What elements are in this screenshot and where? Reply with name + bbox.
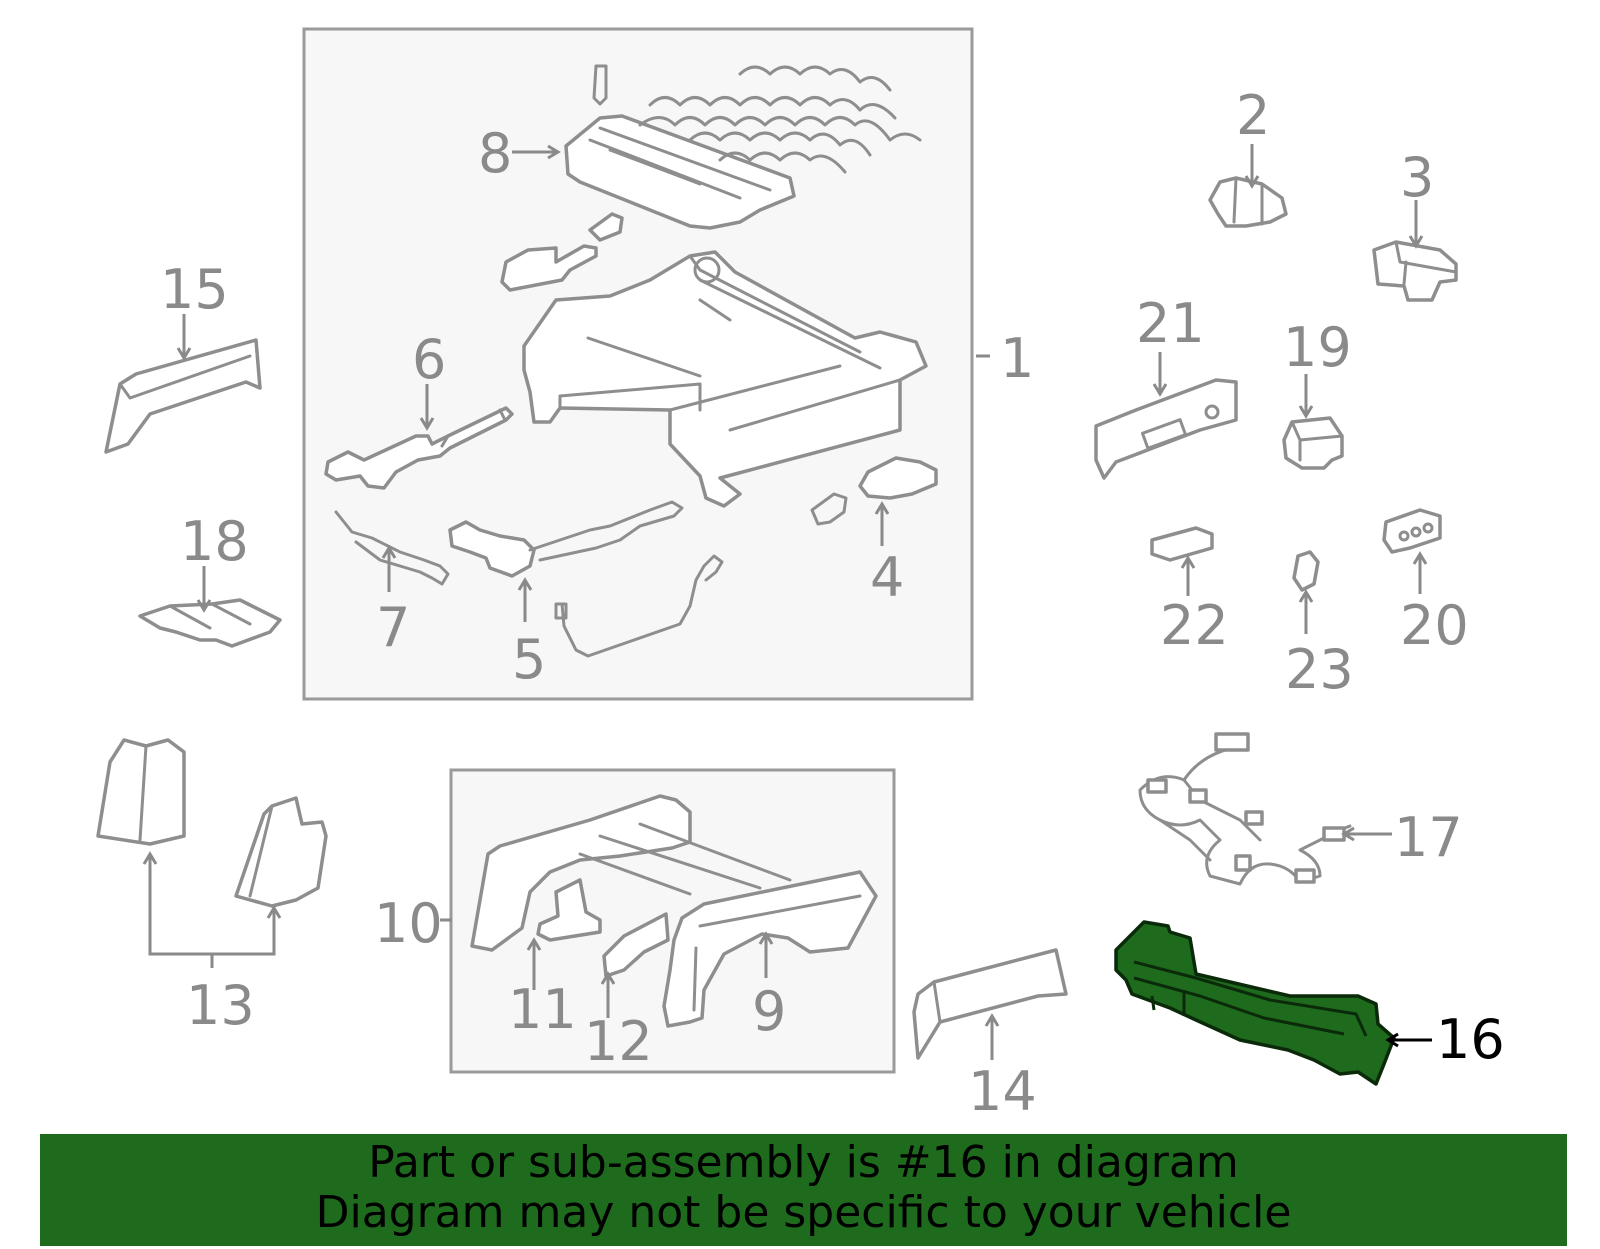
leader-8 — [512, 144, 561, 160]
leader-16 — [1385, 1032, 1432, 1048]
callout-6: 6 — [412, 328, 446, 391]
callout-18: 18 — [180, 510, 249, 573]
part-9-rail[interactable] — [662, 870, 878, 1028]
part-22-cover[interactable] — [1150, 526, 1214, 562]
leader-15 — [176, 314, 192, 361]
part-23-clip[interactable] — [1292, 550, 1320, 592]
callout-10: 10 — [374, 892, 443, 955]
callout-12: 12 — [584, 1010, 653, 1073]
callout-13: 13 — [186, 974, 255, 1037]
leader-13 — [142, 851, 282, 968]
part-6-cable[interactable] — [324, 406, 514, 490]
part-15-trim-cover[interactable] — [104, 338, 262, 454]
leader-23 — [1298, 589, 1314, 634]
part-16-highlighted[interactable] — [1114, 920, 1396, 1086]
callout-14: 14 — [968, 1060, 1037, 1123]
part-2-knob[interactable] — [1208, 176, 1288, 228]
part-20-switch[interactable] — [1382, 508, 1442, 554]
leader-5 — [517, 577, 533, 622]
part-14-trim-cover[interactable] — [912, 948, 1068, 1060]
leader-19 — [1298, 374, 1314, 419]
callout-8: 8 — [478, 122, 512, 185]
callout-20: 20 — [1400, 594, 1469, 657]
leader-11 — [526, 937, 542, 990]
leader-14 — [984, 1013, 1000, 1060]
callout-16: 16 — [1436, 1008, 1505, 1071]
part-3-knob[interactable] — [1372, 240, 1458, 302]
callout-11: 11 — [508, 978, 577, 1041]
callout-7: 7 — [376, 596, 410, 659]
callout-15: 15 — [160, 258, 229, 321]
leader-2 — [1244, 144, 1260, 189]
leader-7 — [381, 545, 397, 592]
part-18-clip[interactable] — [138, 598, 282, 648]
callout-22: 22 — [1160, 594, 1229, 657]
callout-17: 17 — [1394, 806, 1463, 869]
leader-9 — [758, 931, 774, 978]
part-19-knob[interactable] — [1282, 416, 1344, 470]
leader-6 — [419, 384, 435, 431]
callout-3: 3 — [1400, 146, 1434, 209]
leader-20 — [1412, 551, 1428, 594]
leader-3 — [1408, 200, 1424, 249]
part-13-covers[interactable] — [96, 738, 328, 908]
leader-12 — [600, 971, 616, 1018]
part-10-seat-track[interactable] — [470, 794, 792, 952]
part-bracket-small — [500, 212, 624, 292]
info-banner: Part or sub-assembly is #16 in diagram D… — [40, 1134, 1567, 1246]
part-11-bracket[interactable] — [536, 878, 602, 942]
leader-18 — [196, 566, 212, 613]
banner-line-1: Part or sub-assembly is #16 in diagram — [368, 1137, 1239, 1188]
callout-19: 19 — [1283, 316, 1352, 379]
part-8-cushion-pan[interactable] — [564, 64, 922, 230]
callout-1: 1 — [1000, 327, 1034, 390]
banner-line-2: Diagram may not be specific to your vehi… — [315, 1187, 1292, 1238]
part-5-motor[interactable] — [448, 500, 724, 658]
part-17-wire-harness[interactable] — [1138, 732, 1352, 886]
leader-4 — [874, 501, 890, 546]
callout-2: 2 — [1236, 84, 1270, 147]
callout-5: 5 — [512, 628, 546, 691]
callout-4: 4 — [870, 546, 904, 609]
leader-17 — [1341, 826, 1392, 842]
leader-22 — [1180, 555, 1196, 596]
part-7-cable[interactable] — [334, 510, 450, 586]
part-4-switch[interactable] — [810, 456, 938, 526]
callout-9: 9 — [752, 980, 786, 1043]
part-21-switch-panel[interactable] — [1094, 378, 1238, 480]
part-1-seat-frame[interactable] — [522, 250, 928, 508]
leader-21 — [1152, 352, 1168, 397]
callout-21: 21 — [1136, 292, 1205, 355]
callout-23: 23 — [1285, 638, 1354, 701]
